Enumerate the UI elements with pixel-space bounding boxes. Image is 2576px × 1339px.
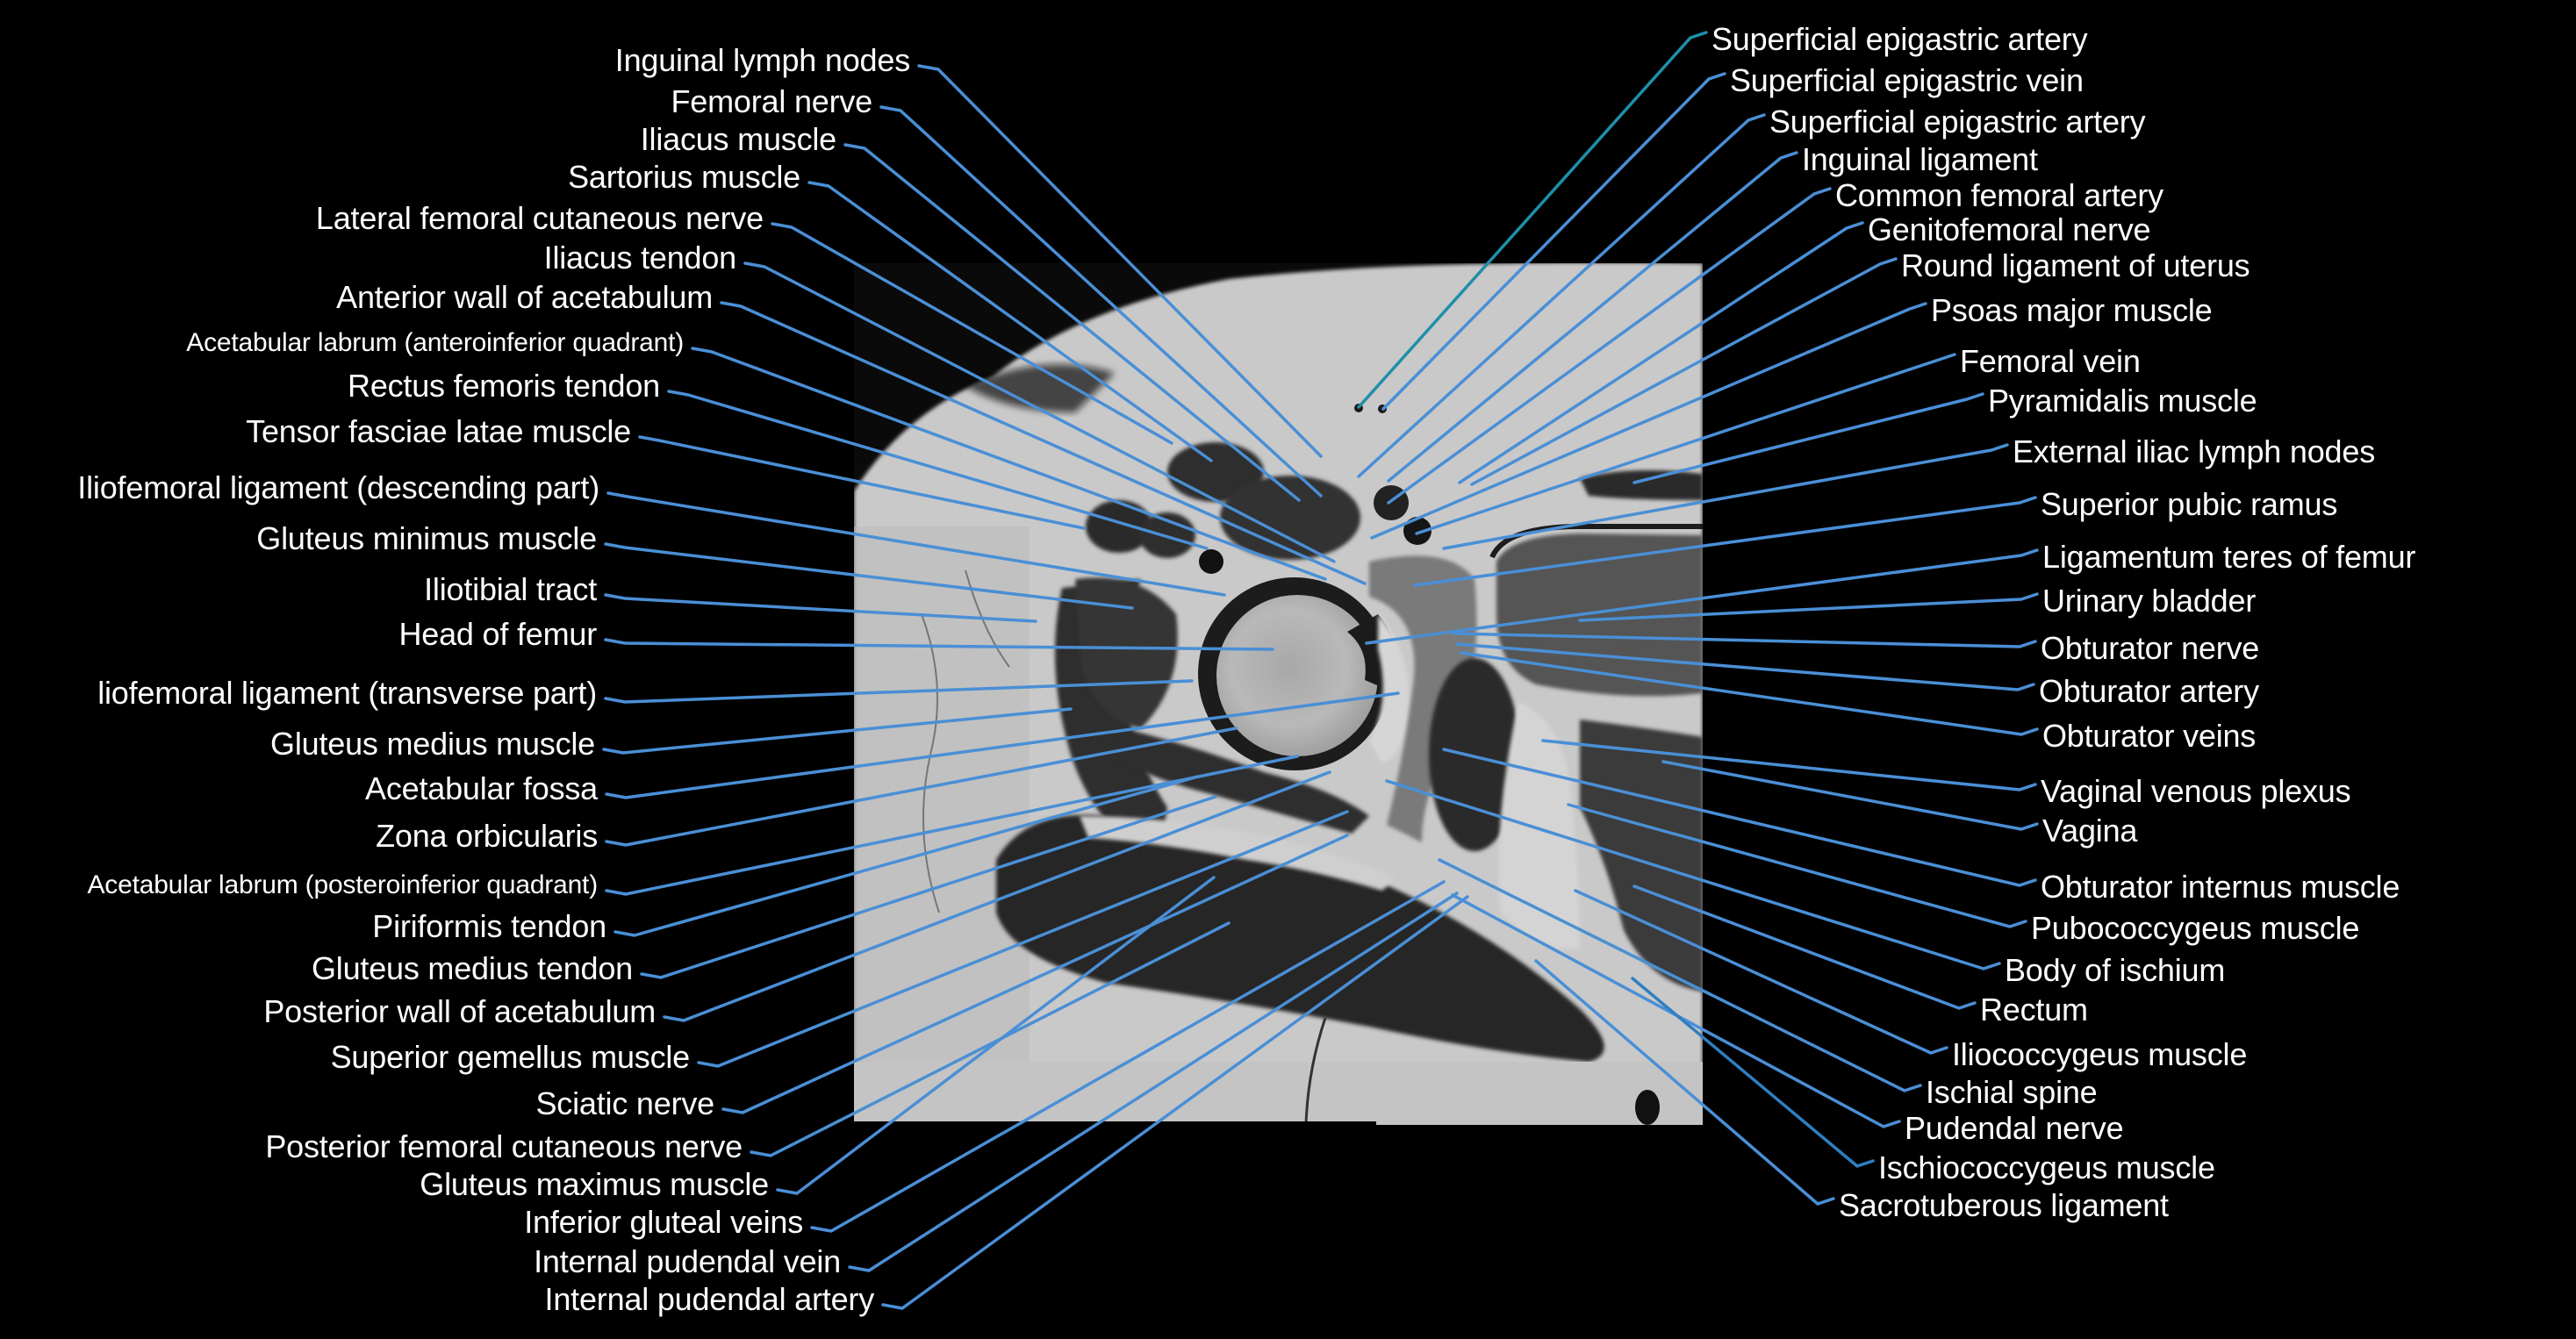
label-superficial-epigastric-artery-2: Superficial epigastric artery (1769, 104, 2146, 140)
label-ligamentum-teres-of-femur: Ligamentum teres of femur (2042, 539, 2416, 575)
label-round-ligament-of-uterus: Round ligament of uterus (1901, 247, 2250, 283)
label-superior-pubic-ramus: Superior pubic ramus (2041, 486, 2338, 522)
label-psoas-major-muscle: Psoas major muscle (1931, 292, 2213, 328)
label-sciatic-nerve: Sciatic nerve (535, 1085, 715, 1121)
label-rectus-femoris-tendon: Rectus femoris tendon (348, 368, 660, 404)
label-head-of-femur: Head of femur (398, 616, 597, 652)
label-sartorius-muscle: Sartorius muscle (568, 159, 800, 195)
label-posterior-wall-of-acetabulum: Posterior wall of acetabulum (263, 993, 656, 1029)
label-zona-orbicularis: Zona orbicularis (376, 818, 598, 854)
label-acetabular-labrum-anteroinferior-quadrant: Acetabular labrum (anteroinferior quadra… (186, 328, 684, 357)
label-femoral-vein: Femoral vein (1960, 343, 2141, 379)
label-acetabular-labrum-posteroinferior-quadrant: Acetabular labrum (posteroinferior quadr… (87, 870, 598, 899)
label-body-of-ischium: Body of ischium (2005, 952, 2226, 988)
label-acetabular-fossa: Acetabular fossa (365, 770, 598, 806)
label-pubococcygeus-muscle: Pubococcygeus muscle (2031, 910, 2360, 946)
label-gluteus-medius-muscle: Gluteus medius muscle (270, 726, 595, 762)
label-common-femoral-artery: Common femoral artery (1835, 177, 2163, 213)
label-superior-gemellus-muscle: Superior gemellus muscle (330, 1039, 691, 1075)
label-vagina: Vagina (2042, 813, 2138, 849)
label-internal-pudendal-artery: Internal pudendal artery (544, 1281, 875, 1317)
label-superficial-epigastric-artery: Superficial epigastric artery (1711, 21, 2088, 57)
label-urinary-bladder: Urinary bladder (2042, 583, 2257, 619)
label-gluteus-medius-tendon: Gluteus medius tendon (311, 950, 633, 986)
label-iliotibial-tract: Iliotibial tract (424, 571, 597, 607)
label-obturator-internus-muscle: Obturator internus muscle (2041, 869, 2400, 905)
label-lateral-femoral-cutaneous-nerve: Lateral femoral cutaneous nerve (315, 200, 764, 236)
label-inferior-gluteal-veins: Inferior gluteal veins (524, 1204, 803, 1240)
label-femoral-nerve: Femoral nerve (671, 83, 873, 119)
label-iliacus-tendon: Iliacus tendon (543, 240, 737, 276)
label-ischial-spine: Ischial spine (1926, 1074, 2098, 1110)
mri-slice (854, 263, 1703, 1125)
label-iliacus-muscle: Iliacus muscle (640, 121, 836, 157)
label-liofemoral-ligament-transverse-part: liofemoral ligament (transverse part) (97, 675, 597, 711)
label-piriformis-tendon: Piriformis tendon (372, 908, 606, 944)
label-genitofemoral-nerve: Genitofemoral nerve (1868, 211, 2151, 247)
label-gluteus-maximus-muscle: Gluteus maximus muscle (420, 1166, 769, 1202)
label-ischiococcygeus-muscle: Ischiococcygeus muscle (1878, 1149, 2215, 1185)
label-posterior-femoral-cutaneous-nerve: Posterior femoral cutaneous nerve (265, 1128, 743, 1164)
label-pyramidalis-muscle: Pyramidalis muscle (1988, 383, 2257, 419)
label-pudendal-nerve: Pudendal nerve (1905, 1110, 2124, 1146)
label-vaginal-venous-plexus: Vaginal venous plexus (2041, 773, 2351, 809)
label-anterior-wall-of-acetabulum: Anterior wall of acetabulum (336, 279, 713, 315)
label-superficial-epigastric-vein: Superficial epigastric vein (1730, 62, 2084, 98)
label-inguinal-ligament: Inguinal ligament (1802, 141, 2038, 177)
label-obturator-veins: Obturator veins (2042, 718, 2257, 754)
label-iliococcygeus-muscle: Iliococcygeus muscle (1952, 1036, 2248, 1072)
label-inguinal-lymph-nodes: Inguinal lymph nodes (614, 42, 910, 78)
label-obturator-nerve: Obturator nerve (2041, 630, 2260, 666)
label-iliofemoral-ligament-descending-part: Iliofemoral ligament (descending part) (77, 469, 599, 505)
label-gluteus-minimus-muscle: Gluteus minimus muscle (256, 520, 597, 556)
label-obturator-artery: Obturator artery (2039, 673, 2259, 709)
label-tensor-fasciae-latae-muscle: Tensor fasciae latae muscle (246, 413, 631, 449)
label-rectum: Rectum (1980, 992, 2088, 1028)
label-sacrotuberous-ligament: Sacrotuberous ligament (1839, 1187, 2169, 1223)
label-internal-pudendal-vein: Internal pudendal vein (534, 1243, 841, 1279)
label-external-iliac-lymph-nodes: External iliac lymph nodes (2013, 433, 2376, 469)
